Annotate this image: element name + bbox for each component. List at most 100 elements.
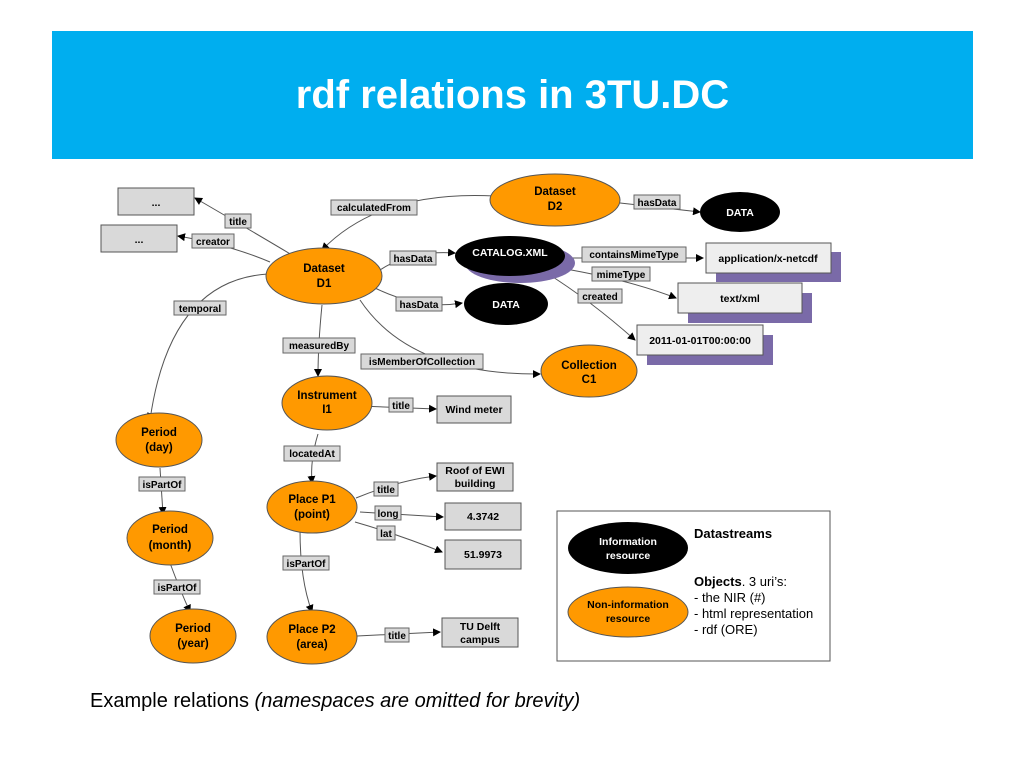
place-p1-line-2: (point) xyxy=(294,509,330,521)
ellipsis-text-1: ... xyxy=(152,197,161,209)
legend-non-information-line-1: Non-information xyxy=(587,599,669,611)
dataset-d2-line-2: D2 xyxy=(548,201,563,213)
ellipsis-box-1 xyxy=(117,187,195,216)
edge-label-has-data-catalog: hasData xyxy=(394,254,433,265)
literal-boxes: ... ... application/x-netcdf text/xml 20… xyxy=(100,187,841,648)
place-p1-node xyxy=(266,480,358,534)
edge-label-mime-type: mimeType xyxy=(597,270,646,281)
dataset-d2-line-1: Dataset xyxy=(534,186,576,198)
edge-label-located-at: locatedAt xyxy=(289,449,335,460)
edge-label-created: created xyxy=(582,292,618,303)
non-information-nodes: Dataset D2 Dataset D1 Collection C1 Inst… xyxy=(115,173,638,665)
place-p2-node xyxy=(266,609,358,665)
period-day-line-1: Period xyxy=(141,427,177,439)
wind-meter-text: Wind meter xyxy=(445,404,502,416)
edge-label-is-part-of-place: isPartOf xyxy=(287,559,327,570)
instrument-i1-line-1: Instrument xyxy=(297,390,357,402)
edge-label-calculated-from: calculatedFrom xyxy=(337,203,411,214)
edge-label-contains-mime-type: containsMimeType xyxy=(589,250,679,261)
lat-value-box xyxy=(444,539,522,570)
legend-item-2: - html representation xyxy=(694,606,813,621)
wind-meter-box xyxy=(436,395,512,424)
period-year-line-1: Period xyxy=(175,623,211,635)
edge-label-long: long xyxy=(377,509,398,520)
period-day-line-2: (day) xyxy=(145,442,173,454)
legend-information-line-1: Information xyxy=(599,536,657,548)
roof-ewi-line-1: Roof of EWI xyxy=(445,465,505,477)
collection-c1-line-2: C1 xyxy=(582,374,597,386)
edge-label-temporal: temporal xyxy=(179,304,221,315)
edge-is-part-of-place xyxy=(299,529,314,613)
legend-non-information-node xyxy=(567,586,689,638)
ellipsis-box-2 xyxy=(100,224,178,253)
caption: Example relations (namespaces are omitte… xyxy=(90,690,580,713)
edge-label-creator: creator xyxy=(196,237,230,248)
mime-netcdf-text: application/x-netcdf xyxy=(718,253,818,265)
dataset-d1-line-1: Dataset xyxy=(303,263,345,275)
roof-ewi-line-2: building xyxy=(455,478,496,490)
data-top-node xyxy=(700,192,780,232)
edge-label-title-p2: title xyxy=(388,631,406,642)
instrument-i1-line-2: I1 xyxy=(322,404,332,416)
edge-label-is-part-of-day: isPartOf xyxy=(143,480,183,491)
caption-text: Example relations xyxy=(90,690,249,712)
created-date-box xyxy=(636,324,764,356)
dataset-d2-node xyxy=(489,173,621,227)
collection-c1-node xyxy=(540,344,638,398)
legend-non-information-line-2: resource xyxy=(606,613,651,625)
period-month-line-1: Period xyxy=(152,524,188,536)
period-month-node xyxy=(126,510,214,566)
edge-label-is-part-of-month: isPartOf xyxy=(158,583,198,594)
edge-labels: title creator calculatedFrom hasData has… xyxy=(138,194,687,643)
edge-label-has-data-d2: hasData xyxy=(638,198,677,209)
catalog-xml-node xyxy=(455,236,565,276)
legend-objects-bold: Objects xyxy=(694,574,742,589)
period-month-line-2: (month) xyxy=(149,540,192,552)
data-top-label: DATA xyxy=(726,207,754,219)
dataset-d1-line-2: D1 xyxy=(317,278,332,290)
mime-textxml-box xyxy=(677,282,803,314)
slide-title: rdf relations in 3TU.DC xyxy=(295,73,730,117)
tu-delft-line-1: TU Delft xyxy=(460,621,501,633)
edge-label-title-instrument: title xyxy=(392,401,410,412)
long-value-text: 4.3742 xyxy=(467,511,499,523)
edge-label-title-p1: title xyxy=(377,485,395,496)
legend-objects-rest: . 3 uri’s: xyxy=(742,574,787,589)
lat-value-text: 51.9973 xyxy=(464,549,502,561)
data-mid-label: DATA xyxy=(492,299,520,311)
mime-netcdf-box xyxy=(705,242,832,274)
tu-delft-box xyxy=(441,617,519,648)
edge-created xyxy=(544,271,636,341)
place-p2-line-2: (area) xyxy=(296,639,327,651)
place-p1-line-1: Place P1 xyxy=(288,494,336,506)
legend: Information resource Non-information res… xyxy=(556,510,831,662)
edge-label-lat: lat xyxy=(380,529,392,540)
legend-objects-heading: Objects. 3 uri’s: xyxy=(694,574,787,589)
title-bar: rdf relations in 3TU.DC xyxy=(52,31,973,159)
roof-ewi-box xyxy=(436,462,514,492)
catalog-xml-label: CATALOG.XML xyxy=(472,247,548,259)
edge-lat xyxy=(354,521,443,554)
tu-delft-line-2: campus xyxy=(460,634,500,646)
dataset-d1-node xyxy=(265,247,383,305)
long-value-box xyxy=(444,502,522,531)
edge-label-measured-by: measuredBy xyxy=(289,341,349,352)
edge-label-title-1: title xyxy=(229,217,247,228)
collection-c1-line-1: Collection xyxy=(561,360,617,372)
place-p2-line-1: Place P2 xyxy=(288,624,335,636)
legend-information-node xyxy=(568,522,688,574)
data-mid-node xyxy=(464,283,548,325)
mime-textxml-text: text/xml xyxy=(720,293,760,305)
edge-temporal xyxy=(147,273,269,421)
information-nodes: DATA CATALOG.XML DATA xyxy=(455,192,780,325)
period-year-node xyxy=(149,608,237,664)
period-year-line-2: (year) xyxy=(177,638,208,650)
ellipsis-text-2: ... xyxy=(135,234,144,246)
period-day-node xyxy=(115,412,203,468)
instrument-i1-node xyxy=(281,375,373,431)
edge-label-has-data-d1: hasData xyxy=(400,300,439,311)
legend-item-3: - rdf (ORE) xyxy=(694,622,758,637)
created-date-text: 2011-01-01T00:00:00 xyxy=(649,335,751,347)
legend-information-line-2: resource xyxy=(606,550,651,562)
